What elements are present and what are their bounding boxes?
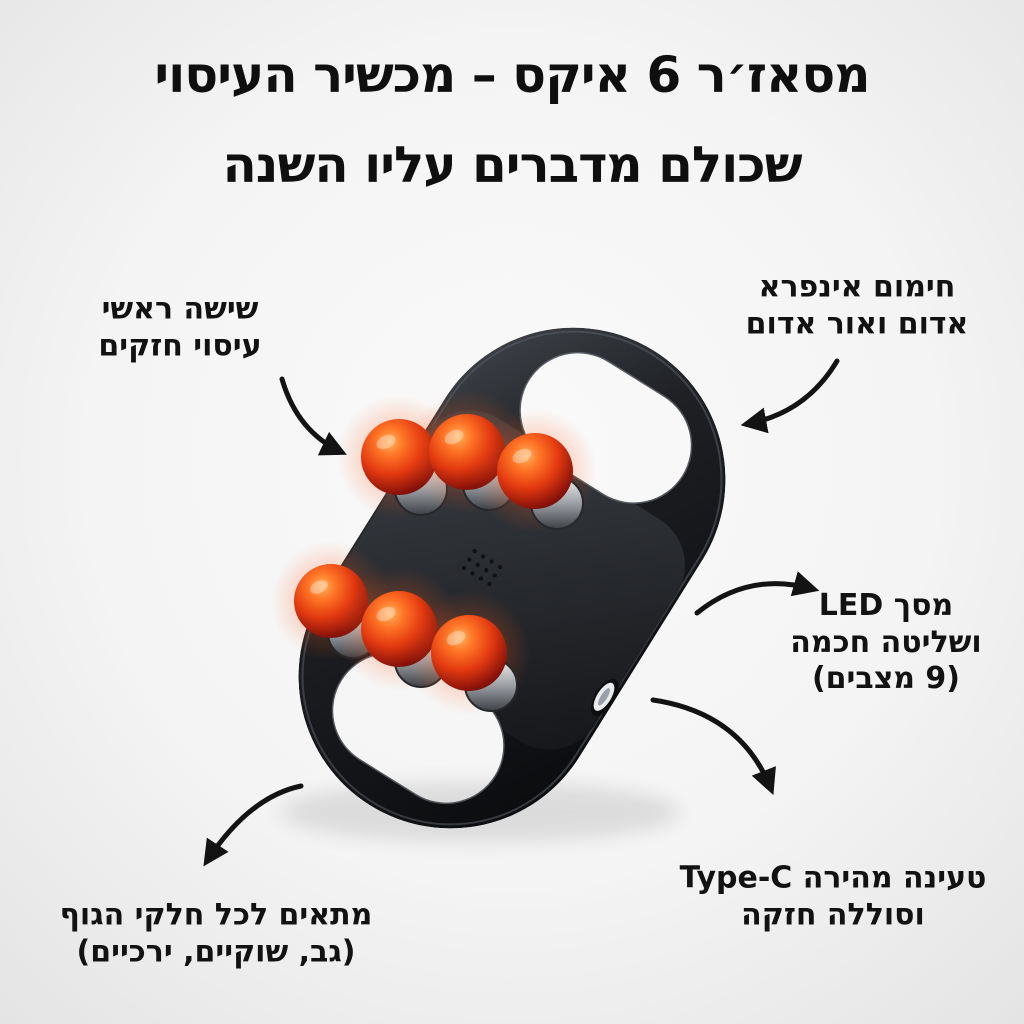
- label-infrared: חימום אינפרא אדום ואור אדום: [746, 269, 969, 342]
- speaker-grille: [461, 548, 503, 587]
- label-body-fit-line-1: מתאים לכל חלקי הגוף: [59, 897, 373, 933]
- arrow-massage-heads: [279, 376, 347, 456]
- label-charging-line-2: וסוללה חזקה: [741, 897, 925, 932]
- title-line-1: מסאז׳ר 6 איקס – מכשיר העיסוי: [154, 46, 870, 104]
- massage-heads: [271, 390, 597, 715]
- massage-ball: [497, 433, 573, 509]
- title-line-2: שכולם מדברים עליו השנה: [222, 136, 802, 194]
- arrow-infrared: [740, 358, 840, 434]
- ball-highlight: [376, 434, 396, 450]
- arrow-charging: [650, 697, 776, 796]
- label-massage-heads-line-2: עיסוי חזקים: [98, 328, 262, 363]
- label-charging-line-1: טעינה מהירה Type-C: [679, 860, 987, 896]
- label-led-line-3: (9 מצבים): [811, 661, 961, 697]
- ball-highlight: [446, 630, 466, 646]
- label-infrared-line-1: חימום אינפרא: [758, 269, 956, 305]
- label-body-fit: מתאים לכל חלקי הגוף (גב, שוקיים, ירכיים): [60, 897, 373, 970]
- label-massage-heads-line-1: שישה ראשי: [101, 291, 259, 327]
- label-led-line-1: מסך LED: [818, 588, 954, 624]
- label-infrared-line-2: אדום ואור אדום: [745, 306, 969, 341]
- massage-head: [473, 409, 597, 533]
- massage-head: [407, 591, 531, 715]
- label-led-line-2: ושליטה חכמה: [790, 624, 982, 660]
- ball-highlight: [376, 606, 396, 622]
- usb-c-port: [590, 678, 619, 716]
- arrow-led: [694, 571, 820, 616]
- ball-highlight: [310, 580, 328, 594]
- ball-highlight: [444, 429, 464, 445]
- label-body-fit-line-2: (גב, שוקיים, ירכיים): [76, 934, 356, 969]
- page-title: מסאז׳ר 6 איקס – מכשיר העיסוי שכולם מדברי…: [0, 30, 1024, 210]
- massage-ball: [431, 615, 507, 691]
- label-charging: טעינה מהירה Type-C וסוללה חזקה: [680, 860, 987, 933]
- label-led-screen: מסך LED ושליטה חכמה (9 מצבים): [790, 588, 981, 698]
- ball-highlight: [512, 448, 532, 464]
- label-massage-heads: שישה ראשי עיסוי חזקים: [98, 291, 261, 364]
- arrow-body-fit: [203, 783, 304, 867]
